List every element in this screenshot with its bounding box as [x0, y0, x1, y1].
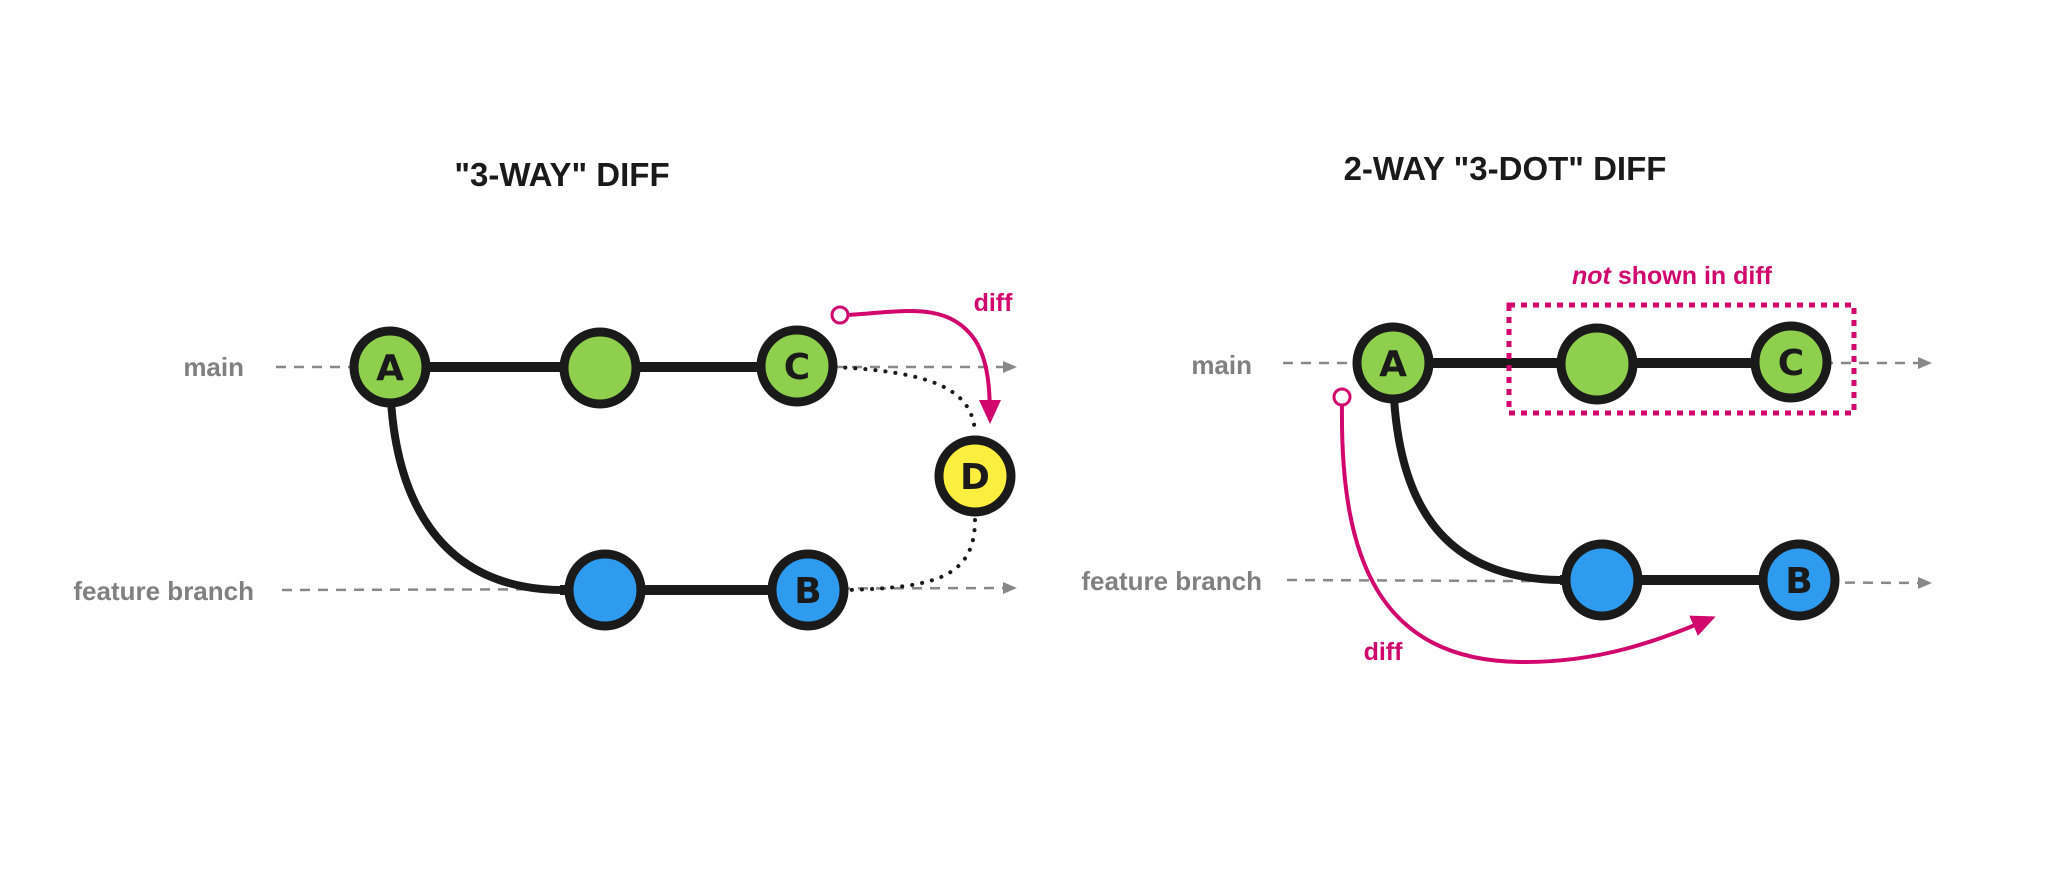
right-branch-curve — [1389, 365, 1561, 584]
left-commit-c[interactable]: C — [756, 325, 838, 407]
left-main-label: main — [183, 352, 244, 382]
left-merge-path-c-to-d — [833, 365, 977, 434]
right-diff-label: diff — [1364, 638, 1404, 666]
left-commit-c-label: C — [784, 347, 810, 388]
right-diff-start-marker — [1332, 387, 1352, 407]
right-commit-b[interactable]: B — [1758, 539, 1840, 621]
right-commit-main-mid[interactable] — [1556, 323, 1638, 405]
not-shown-box — [1506, 302, 1857, 416]
left-merge-path-b-to-d — [848, 518, 977, 592]
right-title: 2-WAY "3-DOT" DIFF — [1344, 150, 1667, 187]
left-commit-main-mid[interactable] — [559, 327, 641, 409]
left-commit-b-label: B — [794, 571, 821, 612]
left-commit-a-label: A — [376, 348, 404, 389]
left-commit-a[interactable]: A — [349, 326, 431, 408]
left-diff-start-marker — [830, 305, 850, 325]
not-shown-label: not shown in diff — [1572, 262, 1773, 290]
right-feature-label: feature branch — [1081, 566, 1262, 596]
not-shown-rest: shown in diff — [1611, 262, 1773, 290]
right-commit-a-label: A — [1379, 344, 1407, 385]
right-commit-c-label: C — [1778, 343, 1804, 384]
right-diff-arrow — [1339, 404, 1716, 665]
left-commit-feature-mid[interactable] — [564, 549, 646, 631]
left-panel-3-way-diff: "3-WAY" DIFF main feature branch diff A … — [73, 156, 1017, 631]
left-title: "3-WAY" DIFF — [454, 156, 669, 193]
right-commit-c[interactable]: C — [1750, 321, 1832, 403]
not-shown-emphasis: not — [1572, 262, 1613, 290]
left-feature-label: feature branch — [73, 576, 254, 606]
right-commit-b-label: B — [1785, 561, 1812, 602]
left-commit-d-merge[interactable]: D — [934, 435, 1016, 517]
right-main-label: main — [1191, 350, 1252, 380]
right-commit-feature-mid[interactable] — [1561, 539, 1643, 621]
left-commit-d-label: D — [960, 457, 990, 498]
left-diff-arrow — [847, 309, 1001, 424]
left-branch-curve — [386, 369, 561, 594]
right-commit-a[interactable]: A — [1352, 322, 1434, 404]
left-diff-label: diff — [974, 289, 1014, 317]
right-panel-2-way-3-dot-diff: 2-WAY "3-DOT" DIFF main feature branch n… — [1081, 150, 1932, 666]
left-commit-b[interactable]: B — [767, 549, 849, 631]
